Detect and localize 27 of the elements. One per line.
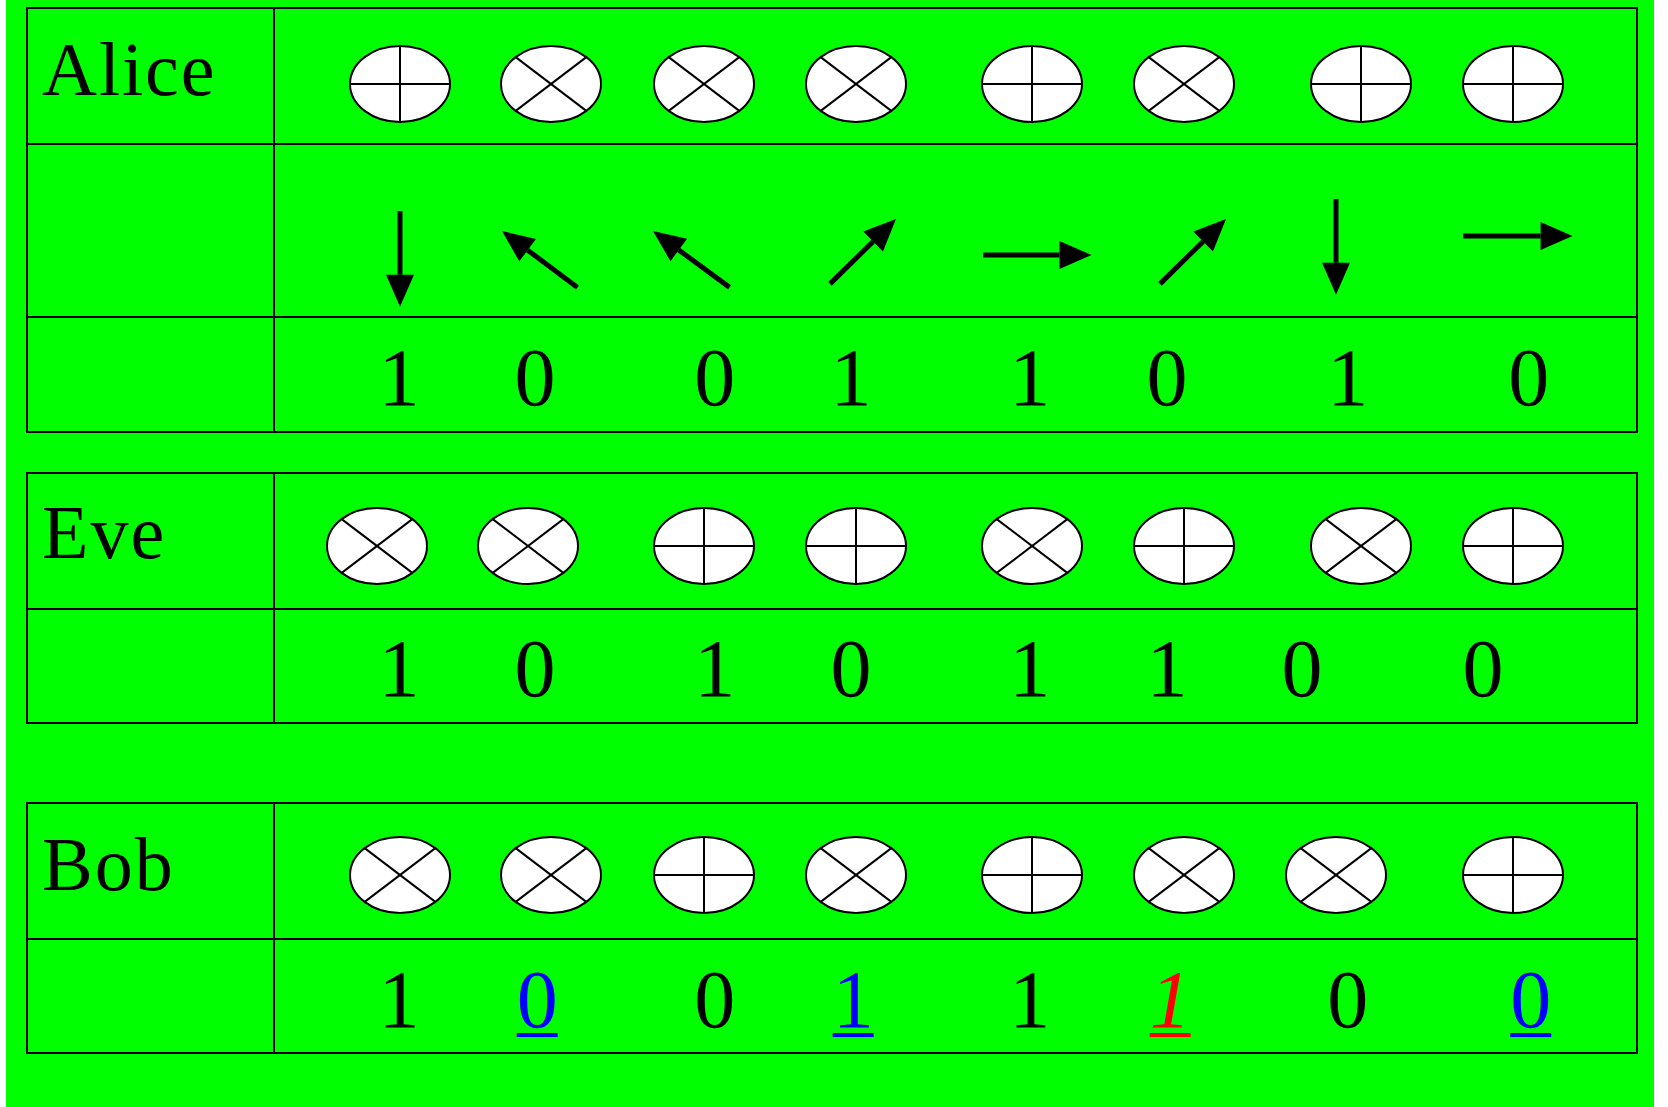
bit-value: 0	[694, 959, 736, 1041]
bit-value: 1	[832, 959, 874, 1041]
bit-value: 0	[1508, 337, 1550, 419]
bit-value: 1	[1327, 337, 1369, 419]
bit-value: 0	[1146, 337, 1188, 419]
party-name: Eve	[42, 494, 167, 570]
bit-value: 1	[378, 337, 420, 419]
bit-value: 0	[514, 337, 556, 419]
bit-value: 0	[694, 337, 736, 419]
bit-value: 1	[1149, 959, 1191, 1041]
bit-value: 1	[1009, 959, 1051, 1041]
bit-value: 1	[1146, 628, 1188, 710]
bit-value: 0	[1510, 959, 1552, 1041]
bit-value: 0	[1327, 959, 1369, 1041]
bit-value: 1	[1009, 628, 1051, 710]
bit-value: 1	[378, 628, 420, 710]
bit-value: 0	[516, 959, 558, 1041]
bit-value: 1	[830, 337, 872, 419]
bit-value: 1	[694, 628, 736, 710]
party-name: Bob	[42, 826, 175, 902]
bit-value: 0	[830, 628, 872, 710]
bit-value: 0	[514, 628, 556, 710]
bit-value: 1	[378, 959, 420, 1041]
party-name: Alice	[42, 31, 217, 107]
bit-value: 0	[1462, 628, 1504, 710]
bit-value: 1	[1009, 337, 1051, 419]
bit-value: 0	[1281, 628, 1323, 710]
